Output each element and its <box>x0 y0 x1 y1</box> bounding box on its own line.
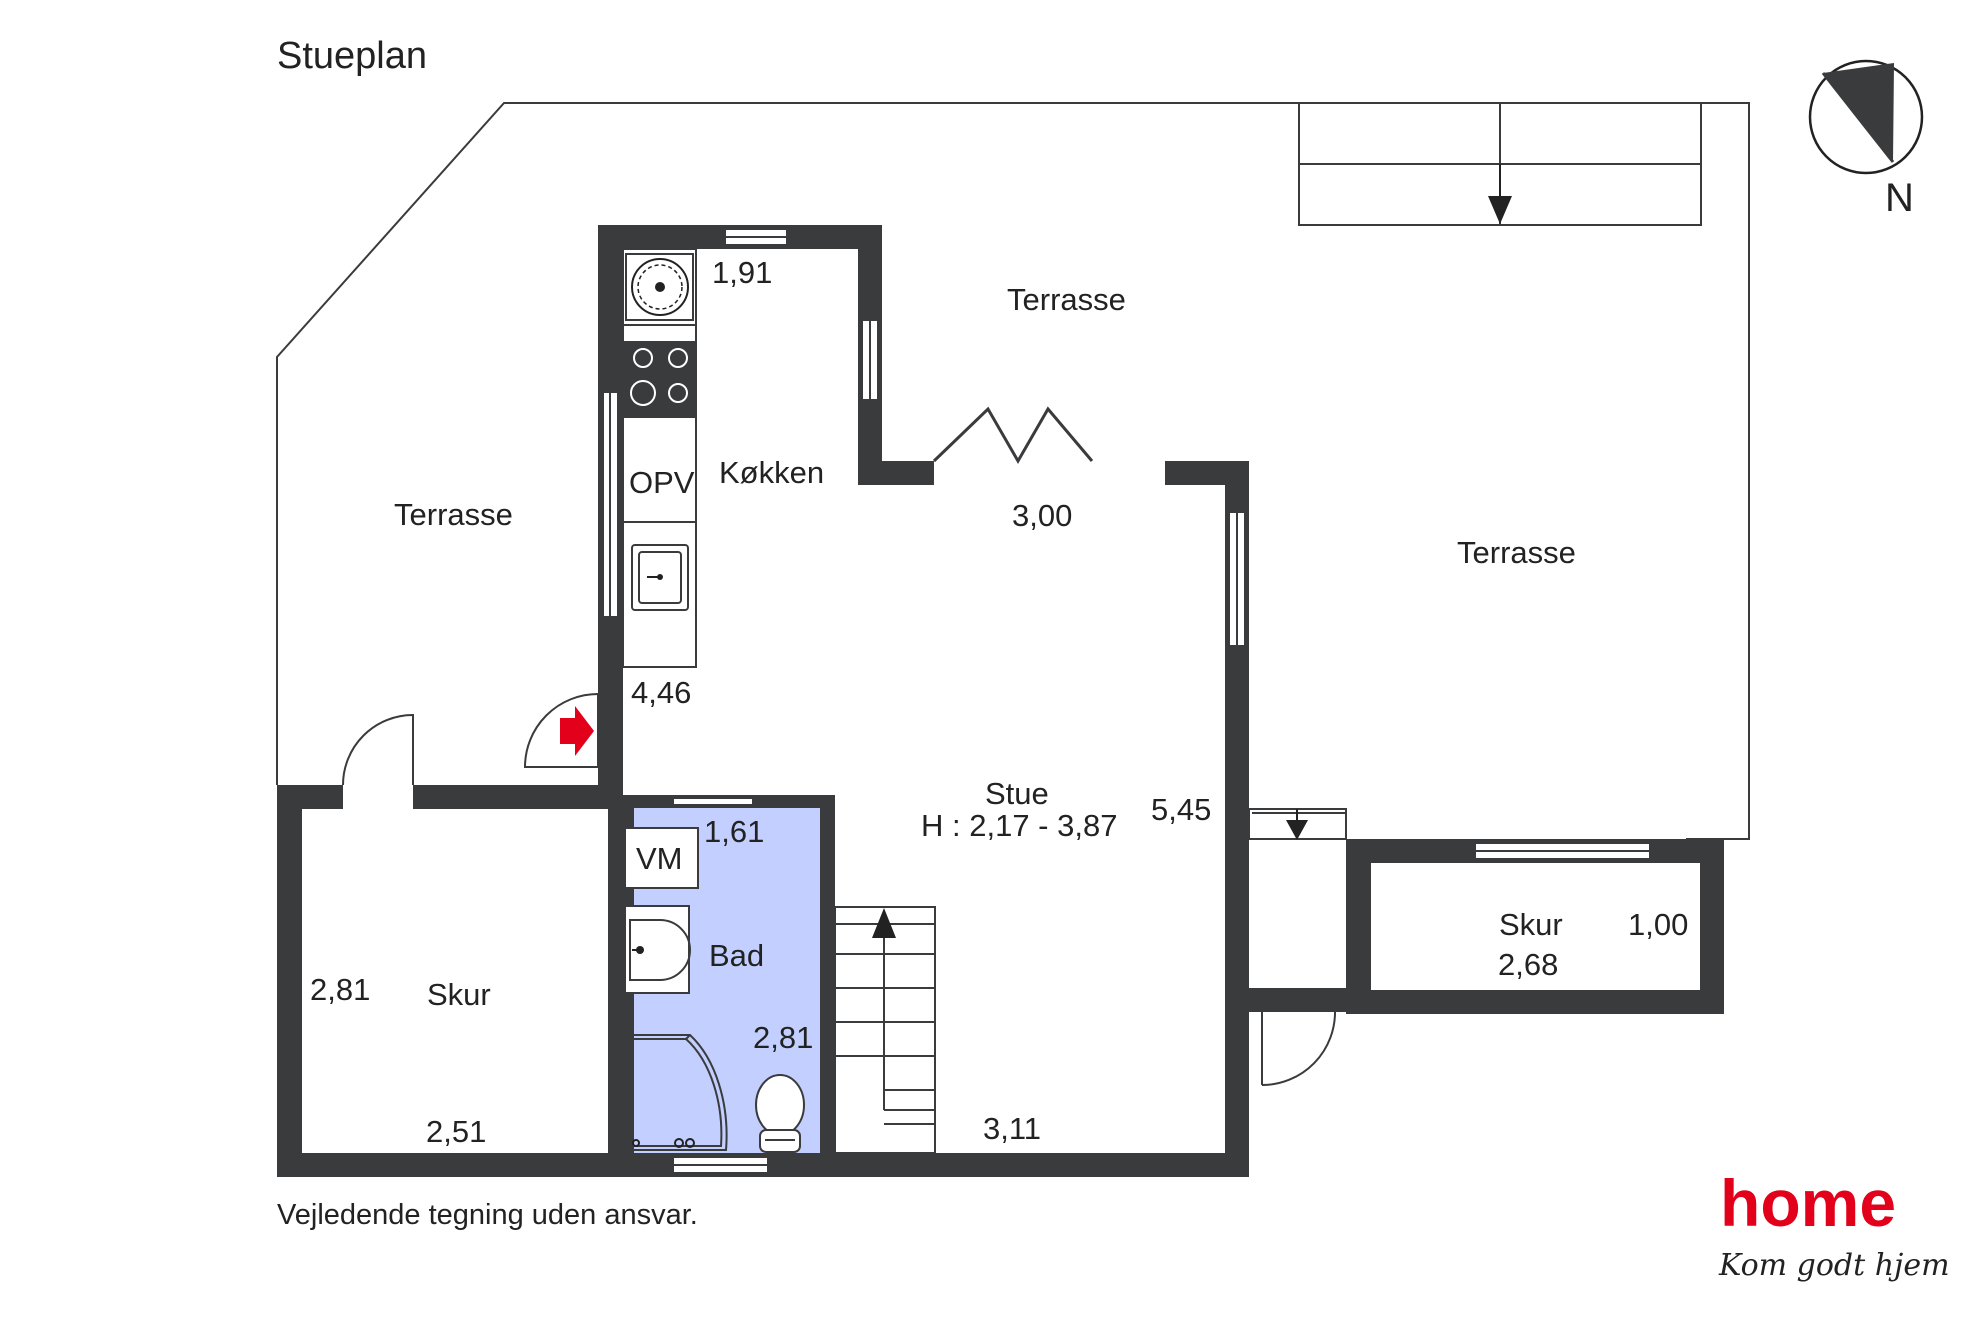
svg-text:home: home <box>1720 1166 1896 1240</box>
door-swings <box>342 692 1337 1086</box>
fan-icon <box>625 253 694 321</box>
dim-skur-left-side: 2,81 <box>310 972 370 1007</box>
step-arrow-icon <box>1488 196 1512 224</box>
vm-label: VM <box>636 841 683 876</box>
dim-skur-right-side: 1,00 <box>1628 907 1688 942</box>
terrace-step <box>1298 102 1702 226</box>
brand-logo: home Kom godt hjem <box>1718 1166 1950 1283</box>
door-arrow-icon <box>1248 808 1347 840</box>
dim-stue-bottom: 3,11 <box>983 1111 1041 1146</box>
entrance-arrow-icon <box>560 706 594 756</box>
stairs <box>834 906 936 1154</box>
room-skur-right: Skur <box>1499 907 1563 942</box>
terrace-outline <box>276 102 1750 840</box>
room-terrasse-right: Terrasse <box>1457 535 1576 570</box>
room-skur-left: Skur <box>427 977 491 1012</box>
dim-bad-top: 1,61 <box>704 814 764 849</box>
sink-icon <box>631 544 689 611</box>
compass-icon: N <box>1808 59 1924 220</box>
dim-skur-left-bottom: 2,51 <box>426 1114 486 1149</box>
dim-stue-top: 3,00 <box>1012 498 1072 533</box>
windows <box>602 228 1651 1174</box>
bifold-door <box>932 406 1094 465</box>
room-terrasse-left: Terrasse <box>394 497 513 532</box>
compass-north-label: N <box>1885 176 1914 220</box>
washing-machine: VM <box>624 827 699 889</box>
dim-bad-side: 2,81 <box>753 1020 813 1055</box>
plan-title: Stueplan <box>277 35 427 77</box>
dim-skur-right-bottom: 2,68 <box>1498 947 1558 982</box>
dim-stue-side: 5,45 <box>1151 792 1211 827</box>
toilet-icon <box>755 1074 805 1153</box>
stair-arrow-icon <box>872 908 896 938</box>
disclaimer: Vejledende tegning uden ansvar. <box>277 1199 698 1231</box>
dim-kokken-side: 4,46 <box>631 675 691 710</box>
room-stue-height: H : 2,17 - 3,87 <box>921 808 1117 843</box>
sink-icon-bath <box>624 905 691 994</box>
room-kokken: Køkken <box>719 455 824 490</box>
walls <box>277 225 1724 1177</box>
room-terrasse-top: Terrasse <box>1007 282 1126 317</box>
room-stue: Stue <box>985 776 1049 811</box>
shower-icon <box>625 1034 728 1151</box>
svg-text:Kom godt hjem: Kom godt hjem <box>1718 1248 1950 1283</box>
room-bad: Bad <box>709 938 764 973</box>
stove-icon <box>623 342 696 417</box>
opv-label: OPV <box>629 465 695 500</box>
dim-kokken-top: 1,91 <box>712 255 772 290</box>
